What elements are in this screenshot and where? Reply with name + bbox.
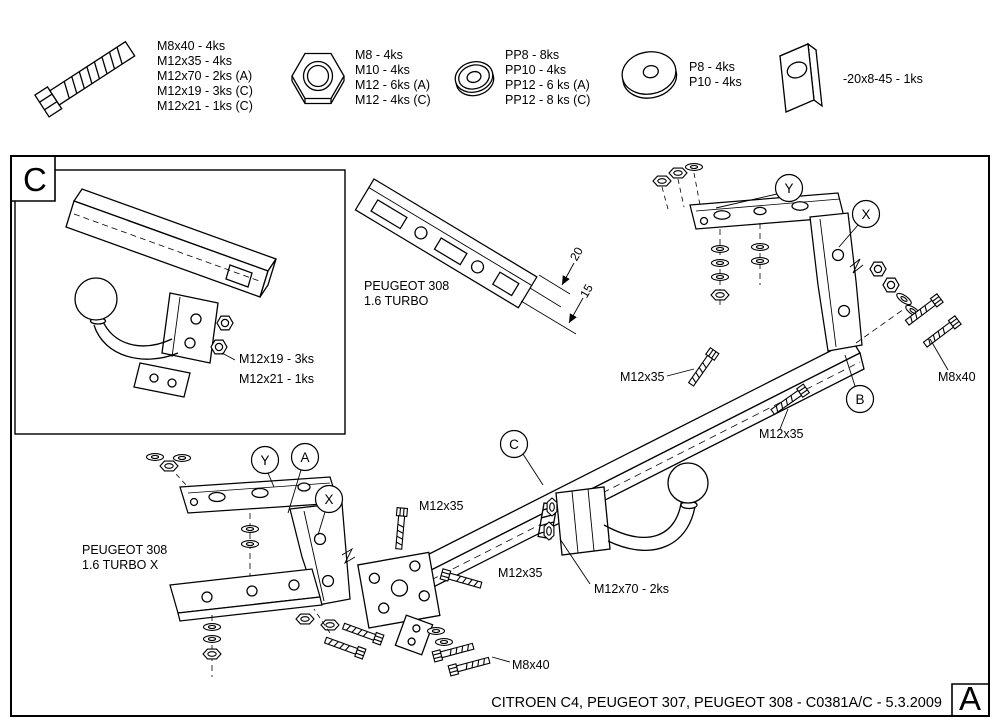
callout-y-left: Y bbox=[250, 445, 280, 488]
inset-label-m12x21: M12x21 - 1ks bbox=[239, 372, 314, 386]
spacer-block-icon bbox=[778, 42, 823, 113]
flat-washer-icon bbox=[621, 51, 678, 99]
svg-text:X: X bbox=[324, 492, 333, 507]
dimension-20: 20 bbox=[567, 244, 586, 263]
svg-text:B: B bbox=[855, 392, 864, 407]
legend-group-flat-washers: P8 - 4ks P10 - 4ks bbox=[616, 46, 742, 104]
svg-text:X: X bbox=[861, 207, 870, 222]
svg-text:Y: Y bbox=[260, 453, 269, 468]
svg-text:M12x35: M12x35 bbox=[620, 370, 665, 384]
legend-group-spacer: -20x8-45 - 1ks bbox=[776, 36, 923, 122]
callout-a-left: A bbox=[287, 442, 320, 514]
label-bottom-bolts: M8x40 bbox=[491, 656, 550, 672]
legend-flat-washers-text: P8 - 4ks P10 - 4ks bbox=[689, 60, 742, 89]
sheet-cell-c: C bbox=[12, 157, 56, 202]
legend-group-spring-washers: PP8 - 8ks PP10 - 4ks PP12 - 6 ks (A) PP1… bbox=[450, 48, 590, 108]
label-right-bolts: M8x40 bbox=[938, 370, 976, 384]
left-bracket-assembly-drawing bbox=[145, 452, 385, 677]
callout-x-top: X bbox=[838, 199, 881, 248]
assembly-diagram: M12x19 - 3ks M12x21 - 1ks C bbox=[12, 157, 988, 715]
callout-y-top: Y bbox=[715, 173, 804, 209]
hex-nut-icon bbox=[291, 52, 345, 105]
label-beam-bolt-lower: M12x35 bbox=[759, 408, 804, 441]
legend-bolts-text: M8x40 - 4ks M12x35 - 4ks M12x70 - 2ks (A… bbox=[157, 38, 253, 113]
sheet-letter-c: C bbox=[23, 161, 47, 198]
legend-spacer-text: -20x8-45 - 1ks bbox=[843, 71, 923, 86]
svg-text:M8x40: M8x40 bbox=[512, 658, 550, 672]
hex-bolt-icon bbox=[34, 40, 136, 118]
label-endplate-bolt: M12x35 bbox=[419, 499, 464, 513]
label-beam-bolt-upper: M12x35 bbox=[620, 368, 695, 384]
dimension-15: 15 bbox=[577, 281, 596, 300]
legend-group-bolts: M8x40 - 4ks M12x35 - 4ks M12x70 - 2ks (A… bbox=[22, 28, 253, 124]
callout-b: B bbox=[844, 354, 875, 414]
label-center-bolt: M12x35 bbox=[498, 566, 543, 580]
label-ball-bolts: M12x70 - 2ks bbox=[594, 582, 669, 596]
bracket-left-name-1: PEUGEOT 308 bbox=[82, 543, 167, 557]
towball-drawing bbox=[537, 462, 709, 585]
bracket-left-name-2: 1.6 TURBO X bbox=[82, 558, 159, 572]
bracket-top-name-2: 1.6 TURBO bbox=[364, 294, 429, 308]
legend-spring-washers-text: PP8 - 8ks PP10 - 4ks PP12 - 6 ks (A) PP1… bbox=[505, 48, 591, 107]
bracket-308-turbo-drawing bbox=[354, 178, 584, 335]
drawing-frame: M12x19 - 3ks M12x21 - 1ks C bbox=[10, 155, 990, 717]
svg-text:A: A bbox=[300, 450, 309, 465]
svg-text:M12x35: M12x35 bbox=[759, 427, 804, 441]
legend-nuts-text: M8 - 4ks M10 - 4ks M12 - 6ks (A) M12 - 4… bbox=[355, 48, 431, 107]
callout-c: C bbox=[499, 429, 544, 486]
sheet-letter-a: A bbox=[959, 680, 981, 715]
sheet-title: CITROEN C4, PEUGEOT 307, PEUGEOT 308 - C… bbox=[491, 695, 942, 711]
hardware-legend: M8x40 - 4ks M12x35 - 4ks M12x70 - 2ks (A… bbox=[0, 0, 1000, 155]
svg-text:C: C bbox=[509, 437, 519, 452]
inset-frame bbox=[14, 169, 346, 435]
crossbeam-drawing bbox=[357, 339, 865, 677]
bracket-top-name-1: PEUGEOT 308 bbox=[364, 279, 449, 293]
inset-label-m12x19: M12x19 - 3ks bbox=[239, 352, 314, 366]
spring-washer-icon bbox=[454, 61, 495, 97]
towbar-inset-drawing bbox=[65, 188, 278, 398]
svg-text:Y: Y bbox=[784, 181, 793, 196]
callout-x-left: X bbox=[314, 484, 344, 536]
right-bracket-assembly-drawing bbox=[652, 162, 962, 371]
legend-group-nuts: M8 - 4ks M10 - 4ks M12 - 6ks (A) M12 - 4… bbox=[290, 48, 431, 108]
sheet-cell-a: A bbox=[951, 680, 988, 715]
